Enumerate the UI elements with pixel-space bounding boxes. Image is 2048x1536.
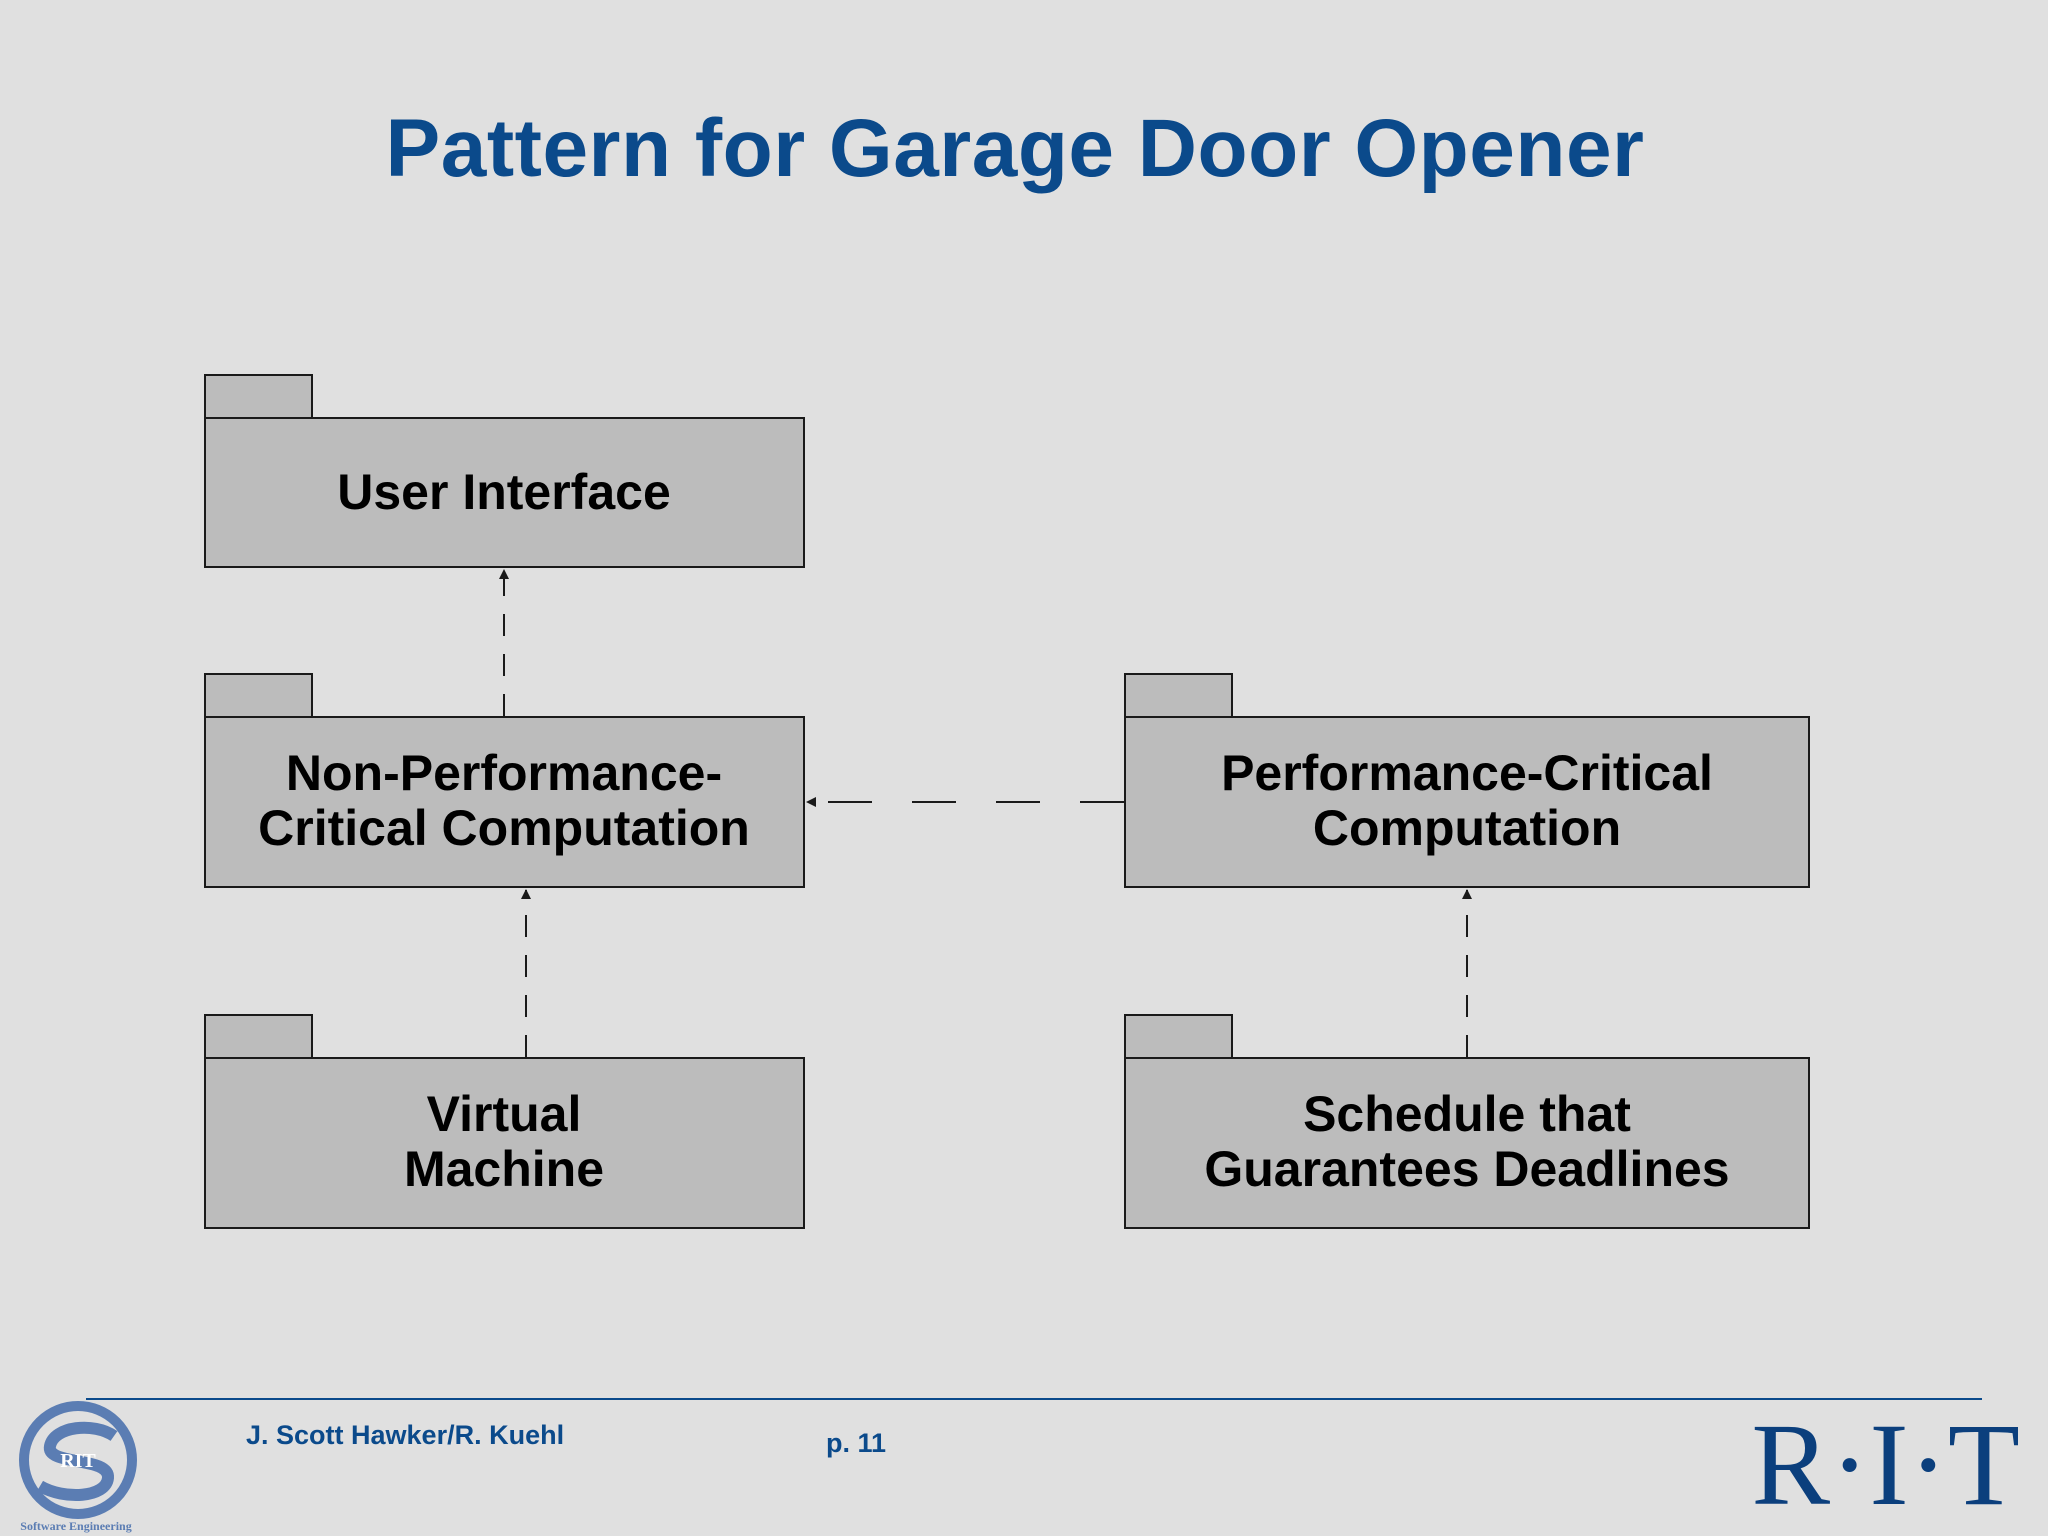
package-label-line-2: Machine	[404, 1141, 604, 1197]
package-label-line-1: Virtual	[427, 1086, 582, 1142]
package-tab	[204, 1014, 313, 1059]
package-body	[1124, 1057, 1810, 1229]
page-number: p. 11	[826, 1428, 887, 1458]
rit-logo-wordmark: R·I·T	[1751, 1400, 2020, 1520]
logo-outer-ring	[19, 1401, 137, 1519]
package-label-line-1: Schedule that	[1303, 1086, 1631, 1142]
package-tab	[1124, 1014, 1233, 1059]
footer-divider	[86, 1398, 1982, 1400]
package-schedule-guarantees-deadlines: Schedule that Guarantees Deadlines	[1124, 1014, 1810, 1229]
logo-caption: Software Engineering	[20, 1519, 131, 1533]
package-performance-critical-computation: Performance-Critical Computation	[1124, 673, 1810, 888]
package-body	[1124, 716, 1810, 888]
slide-title: Pattern for Garage Door Opener	[385, 103, 1645, 194]
package-body	[204, 716, 805, 888]
package-virtual-machine: Virtual Machine	[204, 1014, 805, 1229]
logo-inner-text: RIT	[60, 1450, 96, 1472]
package-user-interface: User Interface	[204, 374, 805, 568]
package-tab	[1124, 673, 1233, 718]
package-diagram: User Interface Non-Performance- Critical…	[204, 374, 1810, 1229]
package-tab	[204, 374, 313, 419]
package-label: User Interface	[337, 464, 671, 520]
package-label-line-1: Non-Performance-	[286, 745, 722, 801]
package-label-line-2: Computation	[1313, 800, 1621, 856]
package-label-line-2: Critical Computation	[258, 800, 750, 856]
logo-s-curve	[36, 1421, 118, 1501]
footer-author: J. Scott Hawker/R. Kuehl	[246, 1420, 565, 1450]
software-engineering-logo: RIT Software Engineering	[19, 1401, 137, 1533]
package-non-performance-critical-computation: Non-Performance- Critical Computation	[204, 673, 805, 888]
package-label-line-2: Guarantees Deadlines	[1204, 1141, 1729, 1197]
package-body	[204, 417, 805, 568]
package-body	[204, 1057, 805, 1229]
package-tab	[204, 673, 313, 718]
package-label-line-1: Performance-Critical	[1221, 745, 1713, 801]
rit-logo: R·I·T	[1751, 1400, 2020, 1520]
